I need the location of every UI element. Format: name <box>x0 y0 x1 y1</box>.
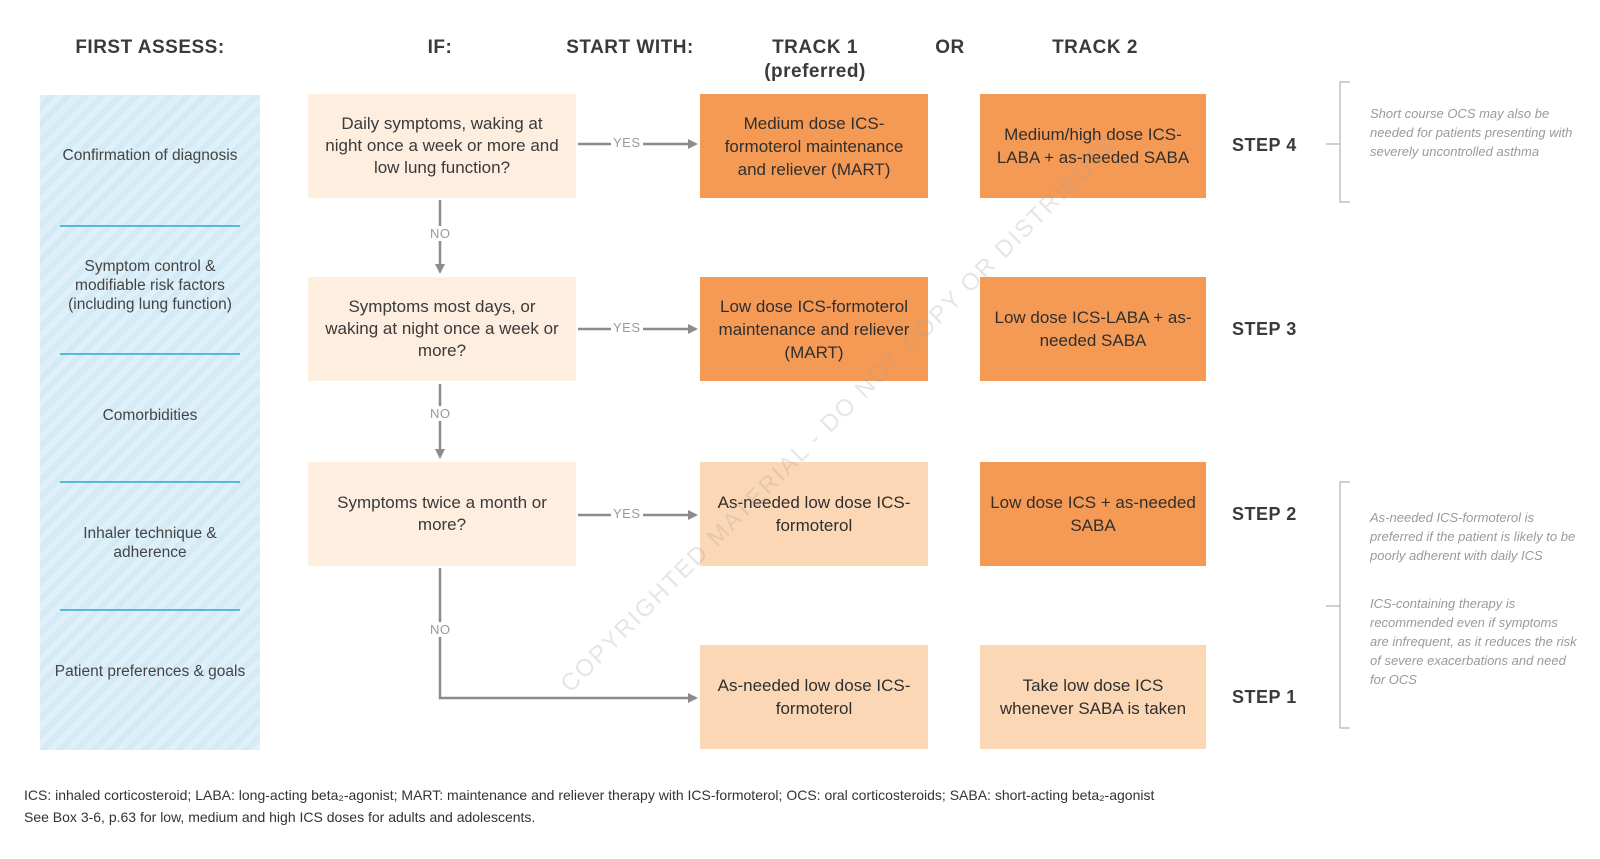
step-3-label: STEP 3 <box>1232 319 1297 339</box>
no-label-row-1: NO <box>428 226 453 241</box>
header-track-1-title: TRACK 1 <box>772 37 858 58</box>
side-note-step-4: Short course OCS may also be needed for … <box>1370 106 1573 159</box>
yes-label-row-3: YES <box>611 506 643 521</box>
track2-step-4-box: Medium/high dose ICS-LABA + as-needed SA… <box>980 94 1206 198</box>
assess-item-inhaler-technique: Inhaler technique & adherence <box>83 525 217 561</box>
track1-step-4-box: Medium dose ICS-formoterol maintenance a… <box>700 94 928 198</box>
first-assess-panel: Confirmation of diagnosis Symptom contro… <box>40 95 260 750</box>
header-track-1: TRACK 1 (preferred) <box>730 36 900 84</box>
assess-separator <box>60 481 240 483</box>
bracket-step-4-note <box>1326 81 1350 203</box>
footnote-abbreviations: ICS: inhaled corticosteroid; LABA: long-… <box>24 787 1155 803</box>
question-daily-symptoms: Daily symptoms, waking at night once a w… <box>308 94 576 198</box>
step-2-label: STEP 2 <box>1232 504 1297 524</box>
header-first-assess: FIRST ASSESS: <box>75 37 225 58</box>
footnote-ics-doses: See Box 3-6, p.63 for low, medium and hi… <box>24 809 536 825</box>
yes-label-row-2: YES <box>611 320 643 335</box>
assess-item-diagnosis: Confirmation of diagnosis <box>62 146 238 164</box>
track1-step-2-box: As-needed low dose ICS-formoterol <box>700 462 928 566</box>
header-if: IF: <box>427 37 453 58</box>
side-note-step-2-adherence: As-needed ICS-formoterol is preferred if… <box>1370 510 1576 563</box>
header-or: OR <box>935 37 965 58</box>
assess-separator <box>60 225 240 227</box>
track1-step-1-box: As-needed low dose ICS-formoterol <box>700 645 928 749</box>
track2-step-1-box: Take low dose ICS whenever SABA is taken <box>980 645 1206 749</box>
no-label-row-3: NO <box>428 622 453 637</box>
side-note-step-2-ics: ICS-containing therapy is recommended ev… <box>1370 596 1577 687</box>
no-arrow-row-3 <box>438 568 698 703</box>
step-1-label: STEP 1 <box>1232 687 1297 707</box>
assess-separator <box>60 353 240 355</box>
track2-step-3-box: Low dose ICS-LABA + as-needed SABA <box>980 277 1206 381</box>
header-track-2: TRACK 2 <box>1052 37 1138 58</box>
no-label-row-2: NO <box>428 406 453 421</box>
question-symptoms-most-days: Symptoms most days, or waking at night o… <box>308 277 576 381</box>
header-track-1-subtitle: (preferred) <box>764 61 866 82</box>
assess-item-patient-preferences: Patient preferences & goals <box>54 662 246 680</box>
question-symptoms-twice-month: Symptoms twice a month or more? <box>308 462 576 566</box>
bracket-step-2-note <box>1326 481 1350 729</box>
track2-step-2-box: Low dose ICS + as-needed SABA <box>980 462 1206 566</box>
header-start-with: START WITH: <box>566 37 694 58</box>
assess-separator <box>60 609 240 611</box>
assess-item-symptom-control: Symptom control & modifiable risk factor… <box>68 257 232 313</box>
step-4-label: STEP 4 <box>1232 135 1297 155</box>
yes-label-row-1: YES <box>611 135 643 150</box>
track1-step-3-box: Low dose ICS-formoterol maintenance and … <box>700 277 928 381</box>
assess-item-comorbidities: Comorbidities <box>102 406 198 424</box>
